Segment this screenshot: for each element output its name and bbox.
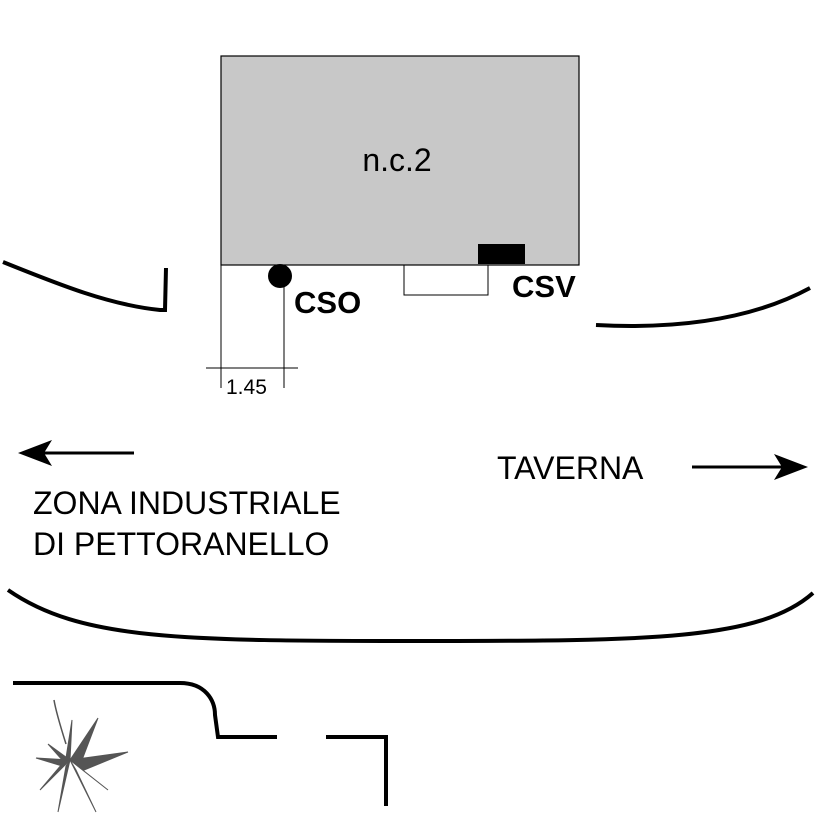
road-edge-upper-right: [595, 286, 811, 328]
csv-label: CSV: [512, 269, 576, 304]
building-nc2: [220, 55, 580, 266]
direction-left-line2: DI PETTORANELLO: [33, 526, 329, 562]
direction-right-label: TAVERNA: [497, 450, 644, 486]
cso-label: CSO: [294, 285, 361, 320]
dimension-lines: [206, 265, 298, 388]
side-street-right: [326, 735, 388, 806]
cso-marker: [268, 264, 292, 288]
side-street-left: [13, 681, 277, 739]
direction-left-line1: ZONA INDUSTRIALE: [33, 485, 341, 521]
dimension-value: 1.45: [226, 376, 267, 399]
csv-box: [403, 264, 489, 296]
arrow-right: [692, 454, 808, 480]
road-edge-upper-left: [2, 260, 168, 312]
road-edge-lower: [6, 588, 815, 644]
building-label: n.c.2: [362, 142, 431, 178]
plant-icon: [35, 699, 129, 813]
csv-marker: [478, 244, 525, 264]
arrow-left: [18, 440, 134, 466]
